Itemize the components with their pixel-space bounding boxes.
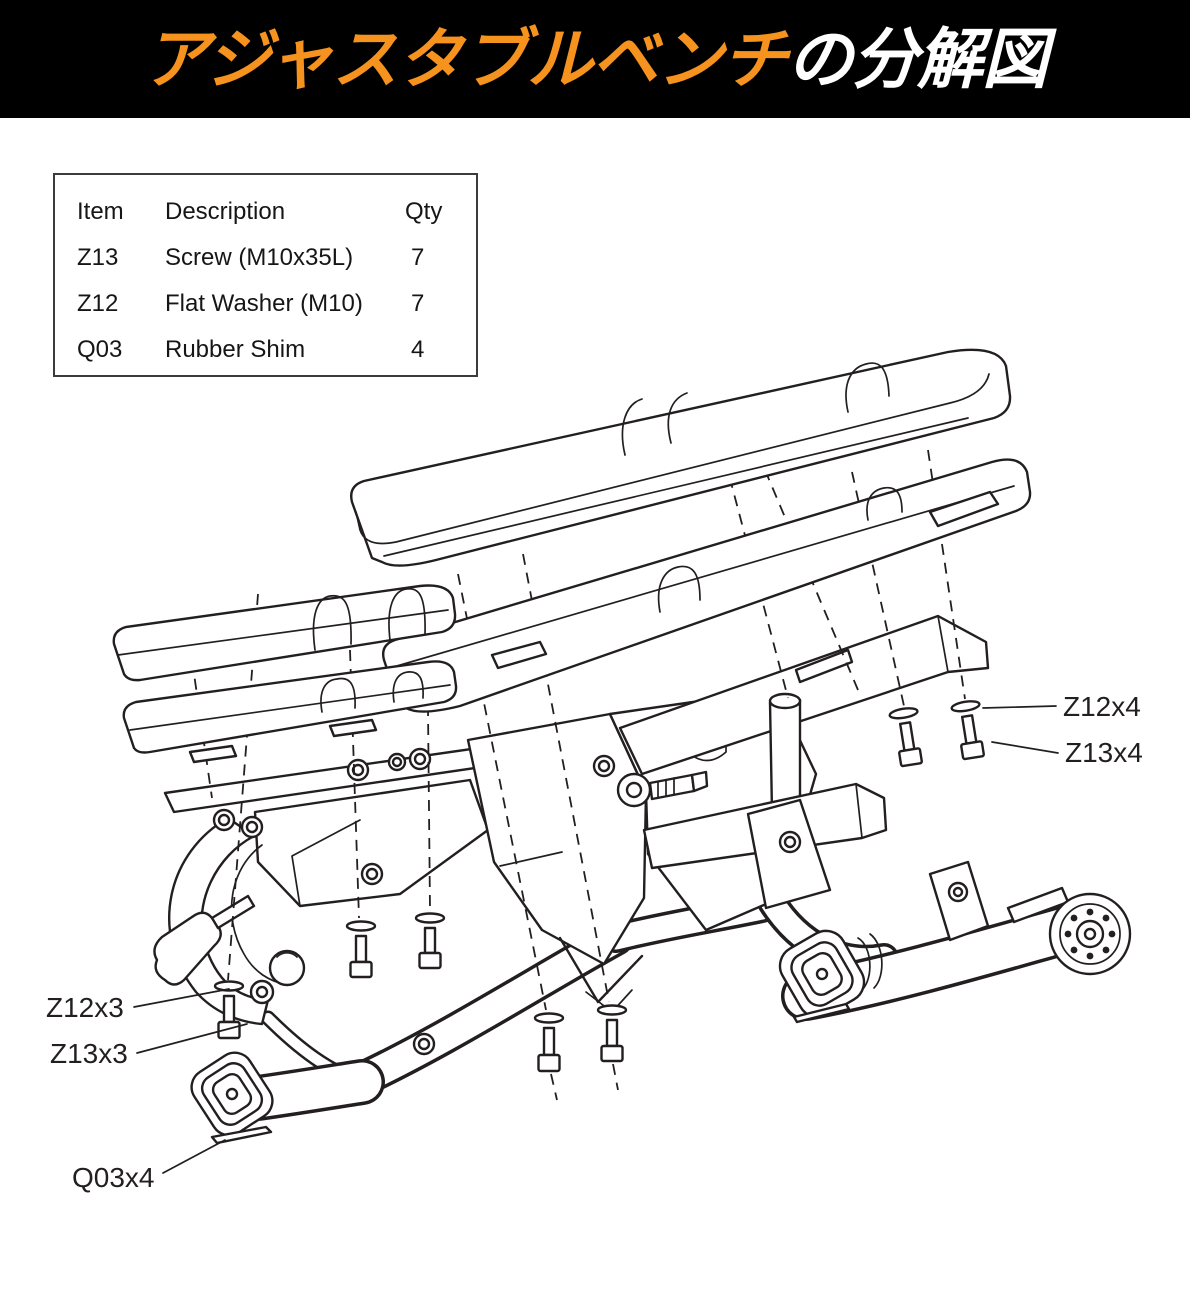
row-z13-description: Screw (M10x35L) <box>165 244 354 271</box>
fastener-set-left <box>213 980 245 1040</box>
callout-label-z13x3: Z13x3 <box>50 1038 128 1069</box>
parts-table: Item Description Qty Z13 Screw (M10x35L)… <box>53 173 478 377</box>
callout-label-z12x3: Z12x3 <box>46 992 124 1023</box>
bolt <box>947 881 969 903</box>
fastener-set-right-screw <box>950 700 985 761</box>
callouts: Z12x4 Z13x4 Z12x3 Z13x3 Q03x4 <box>46 691 1143 1193</box>
row-q03-item: Q03 <box>77 336 123 363</box>
ball-knob <box>268 949 306 987</box>
col-header-qty: Qty <box>405 198 443 225</box>
row-q03-qty: 4 <box>411 336 425 363</box>
row-z13-item: Z13 <box>77 244 119 271</box>
callout-label-z13x4: Z13x4 <box>1065 737 1143 768</box>
fastener-set <box>533 1012 565 1073</box>
back-board <box>381 458 1032 713</box>
vertical-post <box>768 692 802 814</box>
fastener-set-right-washer <box>888 707 923 768</box>
transport-wheel <box>1048 892 1132 976</box>
bolt <box>212 808 236 832</box>
row-q03-description: Rubber Shim <box>165 336 306 363</box>
bolt <box>360 862 384 886</box>
bolt <box>408 747 432 771</box>
row-z12-description: Flat Washer (M10) <box>165 290 363 317</box>
leader-z12x3 <box>133 988 230 1008</box>
frame-tubes <box>260 887 899 1102</box>
page-title: アジャスタブルベンチの分解図 <box>143 26 1048 92</box>
rear-pivot-bracket <box>746 798 832 910</box>
screw-head <box>217 1020 241 1040</box>
callout-label-q03x4: Q03x4 <box>72 1162 155 1193</box>
fastener-set <box>414 912 446 970</box>
col-header-item: Item <box>77 198 124 225</box>
front-foot-cap <box>190 1051 274 1137</box>
washer <box>213 980 245 992</box>
fasteners <box>210 700 985 1145</box>
adjustment-arc <box>168 816 270 1026</box>
row-z12-qty: 7 <box>411 290 425 317</box>
front-foot <box>190 1051 385 1137</box>
leader-z13x3 <box>136 1023 248 1054</box>
seat-board <box>122 660 458 764</box>
title-rest: の分解図 <box>787 22 1048 96</box>
front-bracket <box>253 778 490 908</box>
frame-bolts <box>212 747 969 1056</box>
bolt <box>412 1032 436 1056</box>
bolt <box>778 830 802 854</box>
fastener-set <box>596 1004 628 1063</box>
bolt <box>592 754 616 778</box>
fastener-set <box>345 920 377 979</box>
bolt <box>387 752 407 772</box>
leader-q03x4 <box>162 1139 226 1174</box>
screw-shank <box>222 994 236 1024</box>
frame-assembly <box>153 614 1132 1137</box>
bolt <box>346 758 370 782</box>
title-banner: アジャスタブルベンチの分解図 <box>0 0 1190 118</box>
leader-z13x4 <box>991 741 1059 754</box>
rubber-shim-front <box>210 1125 273 1145</box>
leader-z12x4 <box>982 705 1057 709</box>
rubber-shim-rear <box>792 1002 851 1024</box>
title-highlight: アジャスタブルベンチ <box>142 22 788 96</box>
seat-pad <box>112 584 457 682</box>
callout-label-z12x4: Z12x4 <box>1063 691 1141 722</box>
pull-pin-grip <box>153 911 222 986</box>
bolt <box>249 979 275 1005</box>
back-pad <box>350 348 1012 567</box>
bolt <box>240 815 264 839</box>
col-header-description: Description <box>165 198 286 225</box>
rear-foot-cap <box>778 929 866 1019</box>
row-z12-item: Z12 <box>77 290 119 317</box>
row-z13-qty: 7 <box>411 244 425 271</box>
pop-pin <box>616 770 709 808</box>
